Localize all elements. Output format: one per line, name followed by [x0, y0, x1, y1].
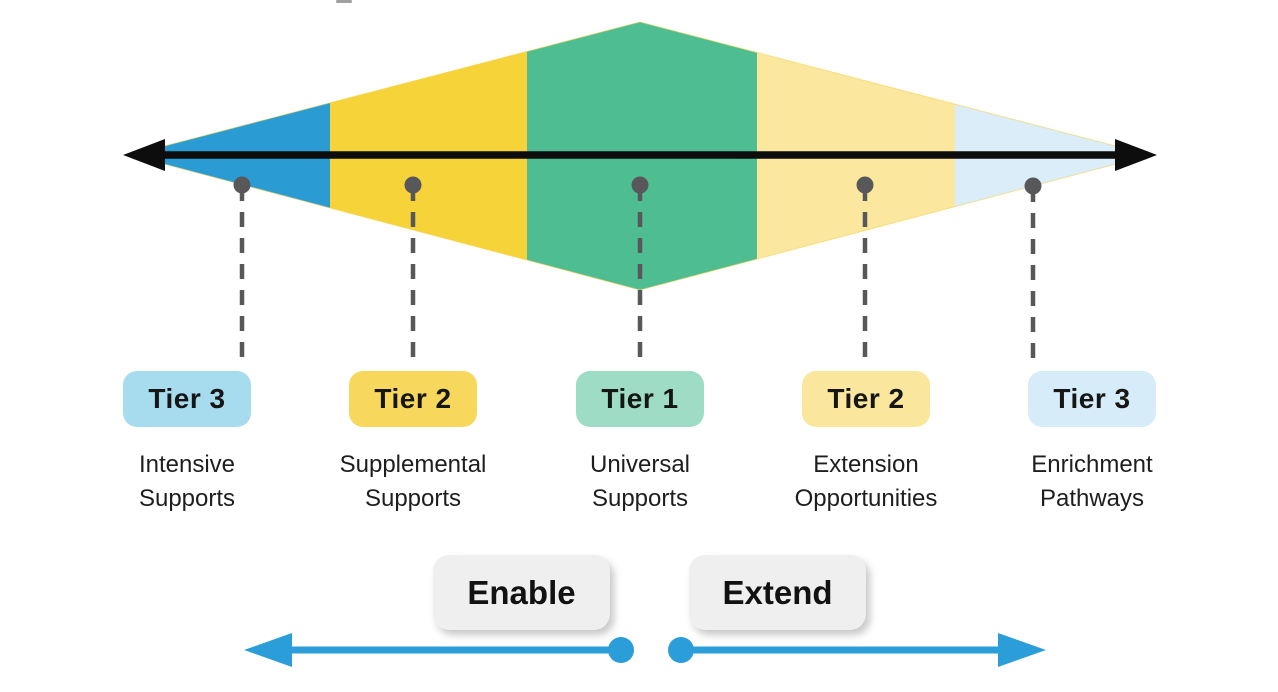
- tier-label: Enrichment Pathways: [1031, 451, 1153, 512]
- tier-column-supplemental: Tier 2 Supplemental Supports: [318, 371, 508, 516]
- tier-label: Intensive Supports: [138, 451, 236, 512]
- tier-badge: Tier 1: [576, 371, 704, 427]
- tier-badge: Tier 3: [1028, 371, 1156, 427]
- connector-dot: [631, 176, 649, 194]
- extend-button: Extend: [689, 555, 866, 630]
- axis-arrowhead-right: [1115, 139, 1157, 171]
- extend-arrow-origin-dot: [668, 637, 694, 663]
- axis-arrowhead-left: [123, 139, 165, 171]
- tier-connectors: [233, 176, 1042, 368]
- connector-dot: [233, 176, 251, 194]
- extend-arrowhead-right-icon: [998, 633, 1046, 667]
- enable-arrowhead-left-icon: [244, 633, 292, 667]
- connector-dot: [1024, 177, 1042, 195]
- action-arrows: [244, 633, 1046, 667]
- connector-dot: [856, 176, 874, 194]
- top-edge-artifact: [336, 0, 352, 3]
- tier-label: Universal Supports: [589, 451, 691, 512]
- tier-badge: Tier 2: [802, 371, 930, 427]
- enable-arrow-origin-dot: [608, 637, 634, 663]
- tier-column-universal: Tier 1 Universal Supports: [545, 371, 735, 516]
- tier-column-intensive: Tier 3 Intensive Supports: [92, 371, 282, 516]
- tier-label: Extension Opportunities: [794, 451, 938, 512]
- enable-button: Enable: [433, 555, 610, 630]
- tier-column-extension: Tier 2 Extension Opportunities: [771, 371, 961, 516]
- tier-column-enrichment: Tier 3 Enrichment Pathways: [997, 371, 1187, 516]
- connector-dot: [404, 176, 422, 194]
- tier-badge: Tier 2: [349, 371, 477, 427]
- tier-badge: Tier 3: [123, 371, 251, 427]
- tier-label: Supplemental Supports: [339, 451, 487, 512]
